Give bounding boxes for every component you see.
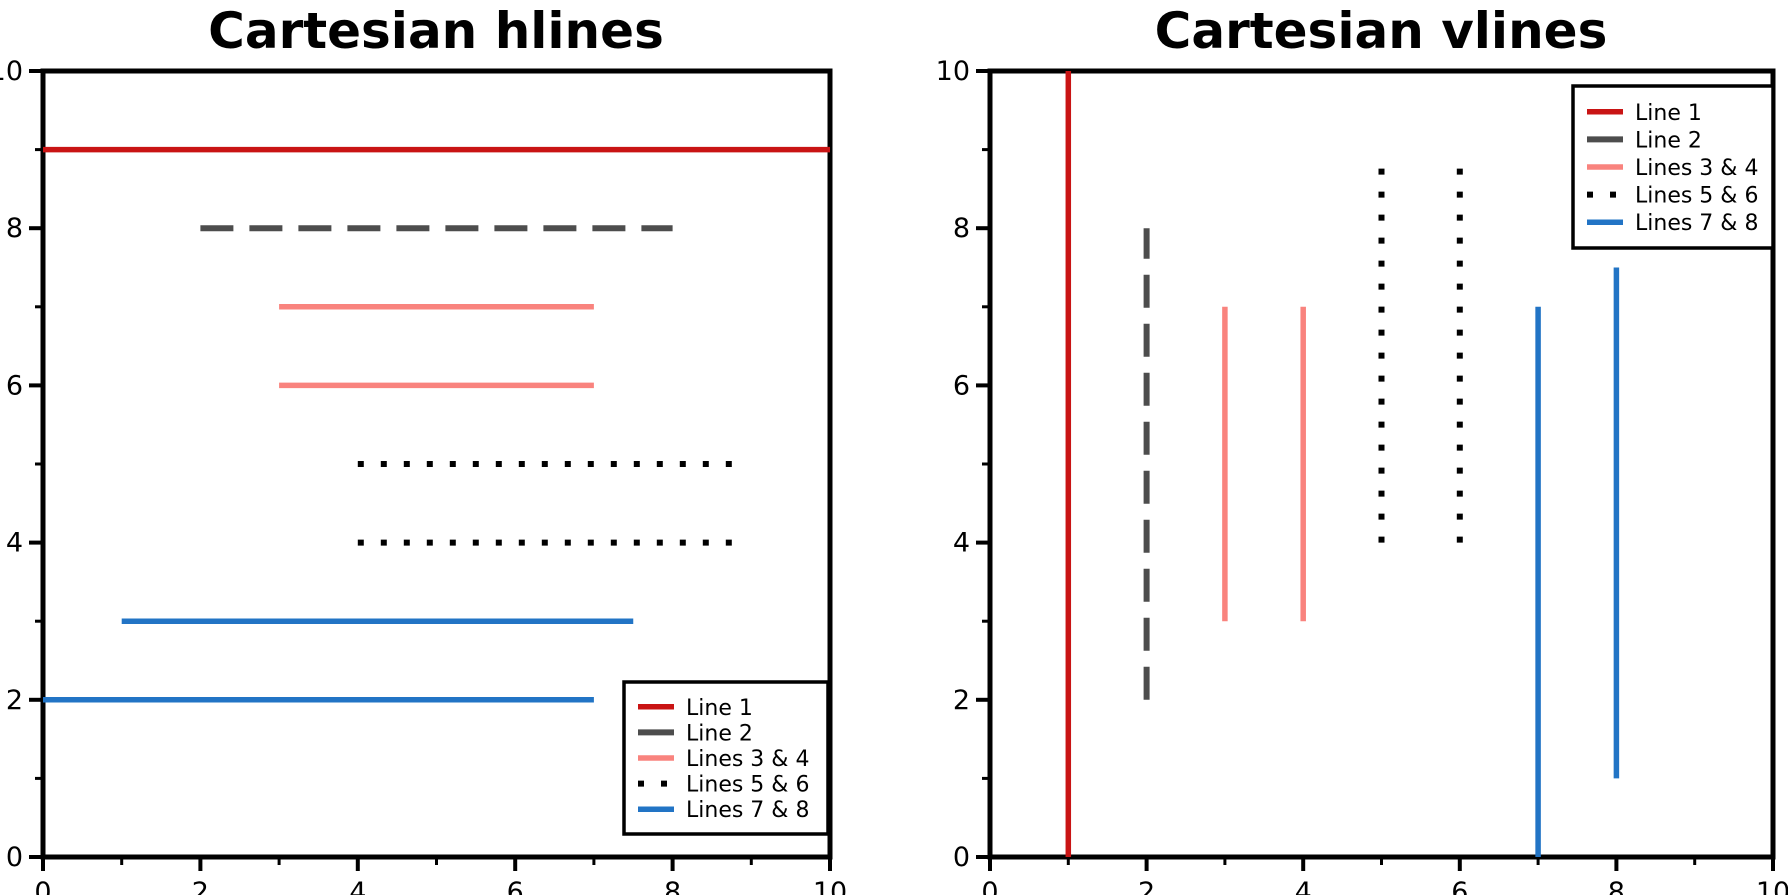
y-tick-label: 8 bbox=[6, 213, 23, 244]
y-tick-label: 2 bbox=[6, 685, 23, 716]
x-tick-label: 8 bbox=[664, 877, 681, 895]
y-tick-label: 8 bbox=[953, 213, 970, 244]
x-tick-label: 2 bbox=[192, 877, 209, 895]
legend-label: Lines 3 & 4 bbox=[686, 747, 809, 772]
y-tick-label: 2 bbox=[953, 685, 970, 716]
legend-label: Lines 5 & 6 bbox=[1635, 184, 1758, 209]
legend-label: Lines 7 & 8 bbox=[686, 798, 809, 823]
x-tick-label: 6 bbox=[1451, 877, 1468, 895]
chart-title-hlines: Cartesian hlines bbox=[208, 2, 664, 60]
y-tick-label: 4 bbox=[953, 528, 970, 559]
y-tick-label: 6 bbox=[6, 370, 23, 401]
y-tick-label: 10 bbox=[936, 56, 970, 87]
y-tick-label: 10 bbox=[0, 56, 23, 87]
legend-label: Line 2 bbox=[686, 721, 753, 746]
legend-label: Lines 3 & 4 bbox=[1635, 156, 1758, 181]
x-tick-label: 10 bbox=[813, 877, 847, 895]
y-tick-label: 0 bbox=[6, 842, 23, 873]
x-tick-label: 0 bbox=[981, 877, 998, 895]
x-tick-label: 6 bbox=[507, 877, 524, 895]
y-tick-label: 4 bbox=[6, 528, 23, 559]
y-tick-label: 0 bbox=[953, 842, 970, 873]
x-tick-label: 10 bbox=[1756, 877, 1788, 895]
legend-label: Lines 5 & 6 bbox=[686, 773, 809, 798]
legend-label: Line 1 bbox=[1635, 101, 1702, 126]
legend-label: Lines 7 & 8 bbox=[1635, 211, 1758, 236]
x-tick-label: 4 bbox=[1295, 877, 1312, 895]
legend-label: Line 1 bbox=[686, 696, 753, 721]
legend-label: Line 2 bbox=[1635, 128, 1702, 153]
chart-title-vlines: Cartesian vlines bbox=[1155, 2, 1608, 60]
x-tick-label: 2 bbox=[1138, 877, 1155, 895]
x-tick-label: 8 bbox=[1608, 877, 1625, 895]
x-tick-label: 0 bbox=[34, 877, 51, 895]
x-tick-label: 4 bbox=[349, 877, 366, 895]
y-tick-label: 6 bbox=[953, 370, 970, 401]
